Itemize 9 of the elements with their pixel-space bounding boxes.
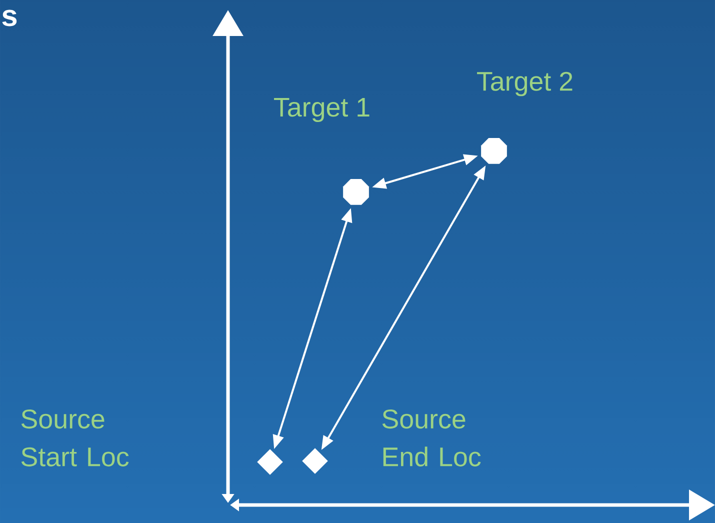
node-caption: Target 1 xyxy=(274,98,370,122)
octagon-marker xyxy=(343,179,369,205)
diamond-marker xyxy=(302,448,328,474)
node-caption: Target 2 xyxy=(477,72,572,96)
heading-fragment: s xyxy=(2,10,17,26)
diamond-marker xyxy=(257,449,283,475)
node-caption: Source End Loc xyxy=(382,410,481,466)
octagon-marker xyxy=(481,138,507,164)
axis-caption: Source Start Loc xyxy=(21,410,129,466)
